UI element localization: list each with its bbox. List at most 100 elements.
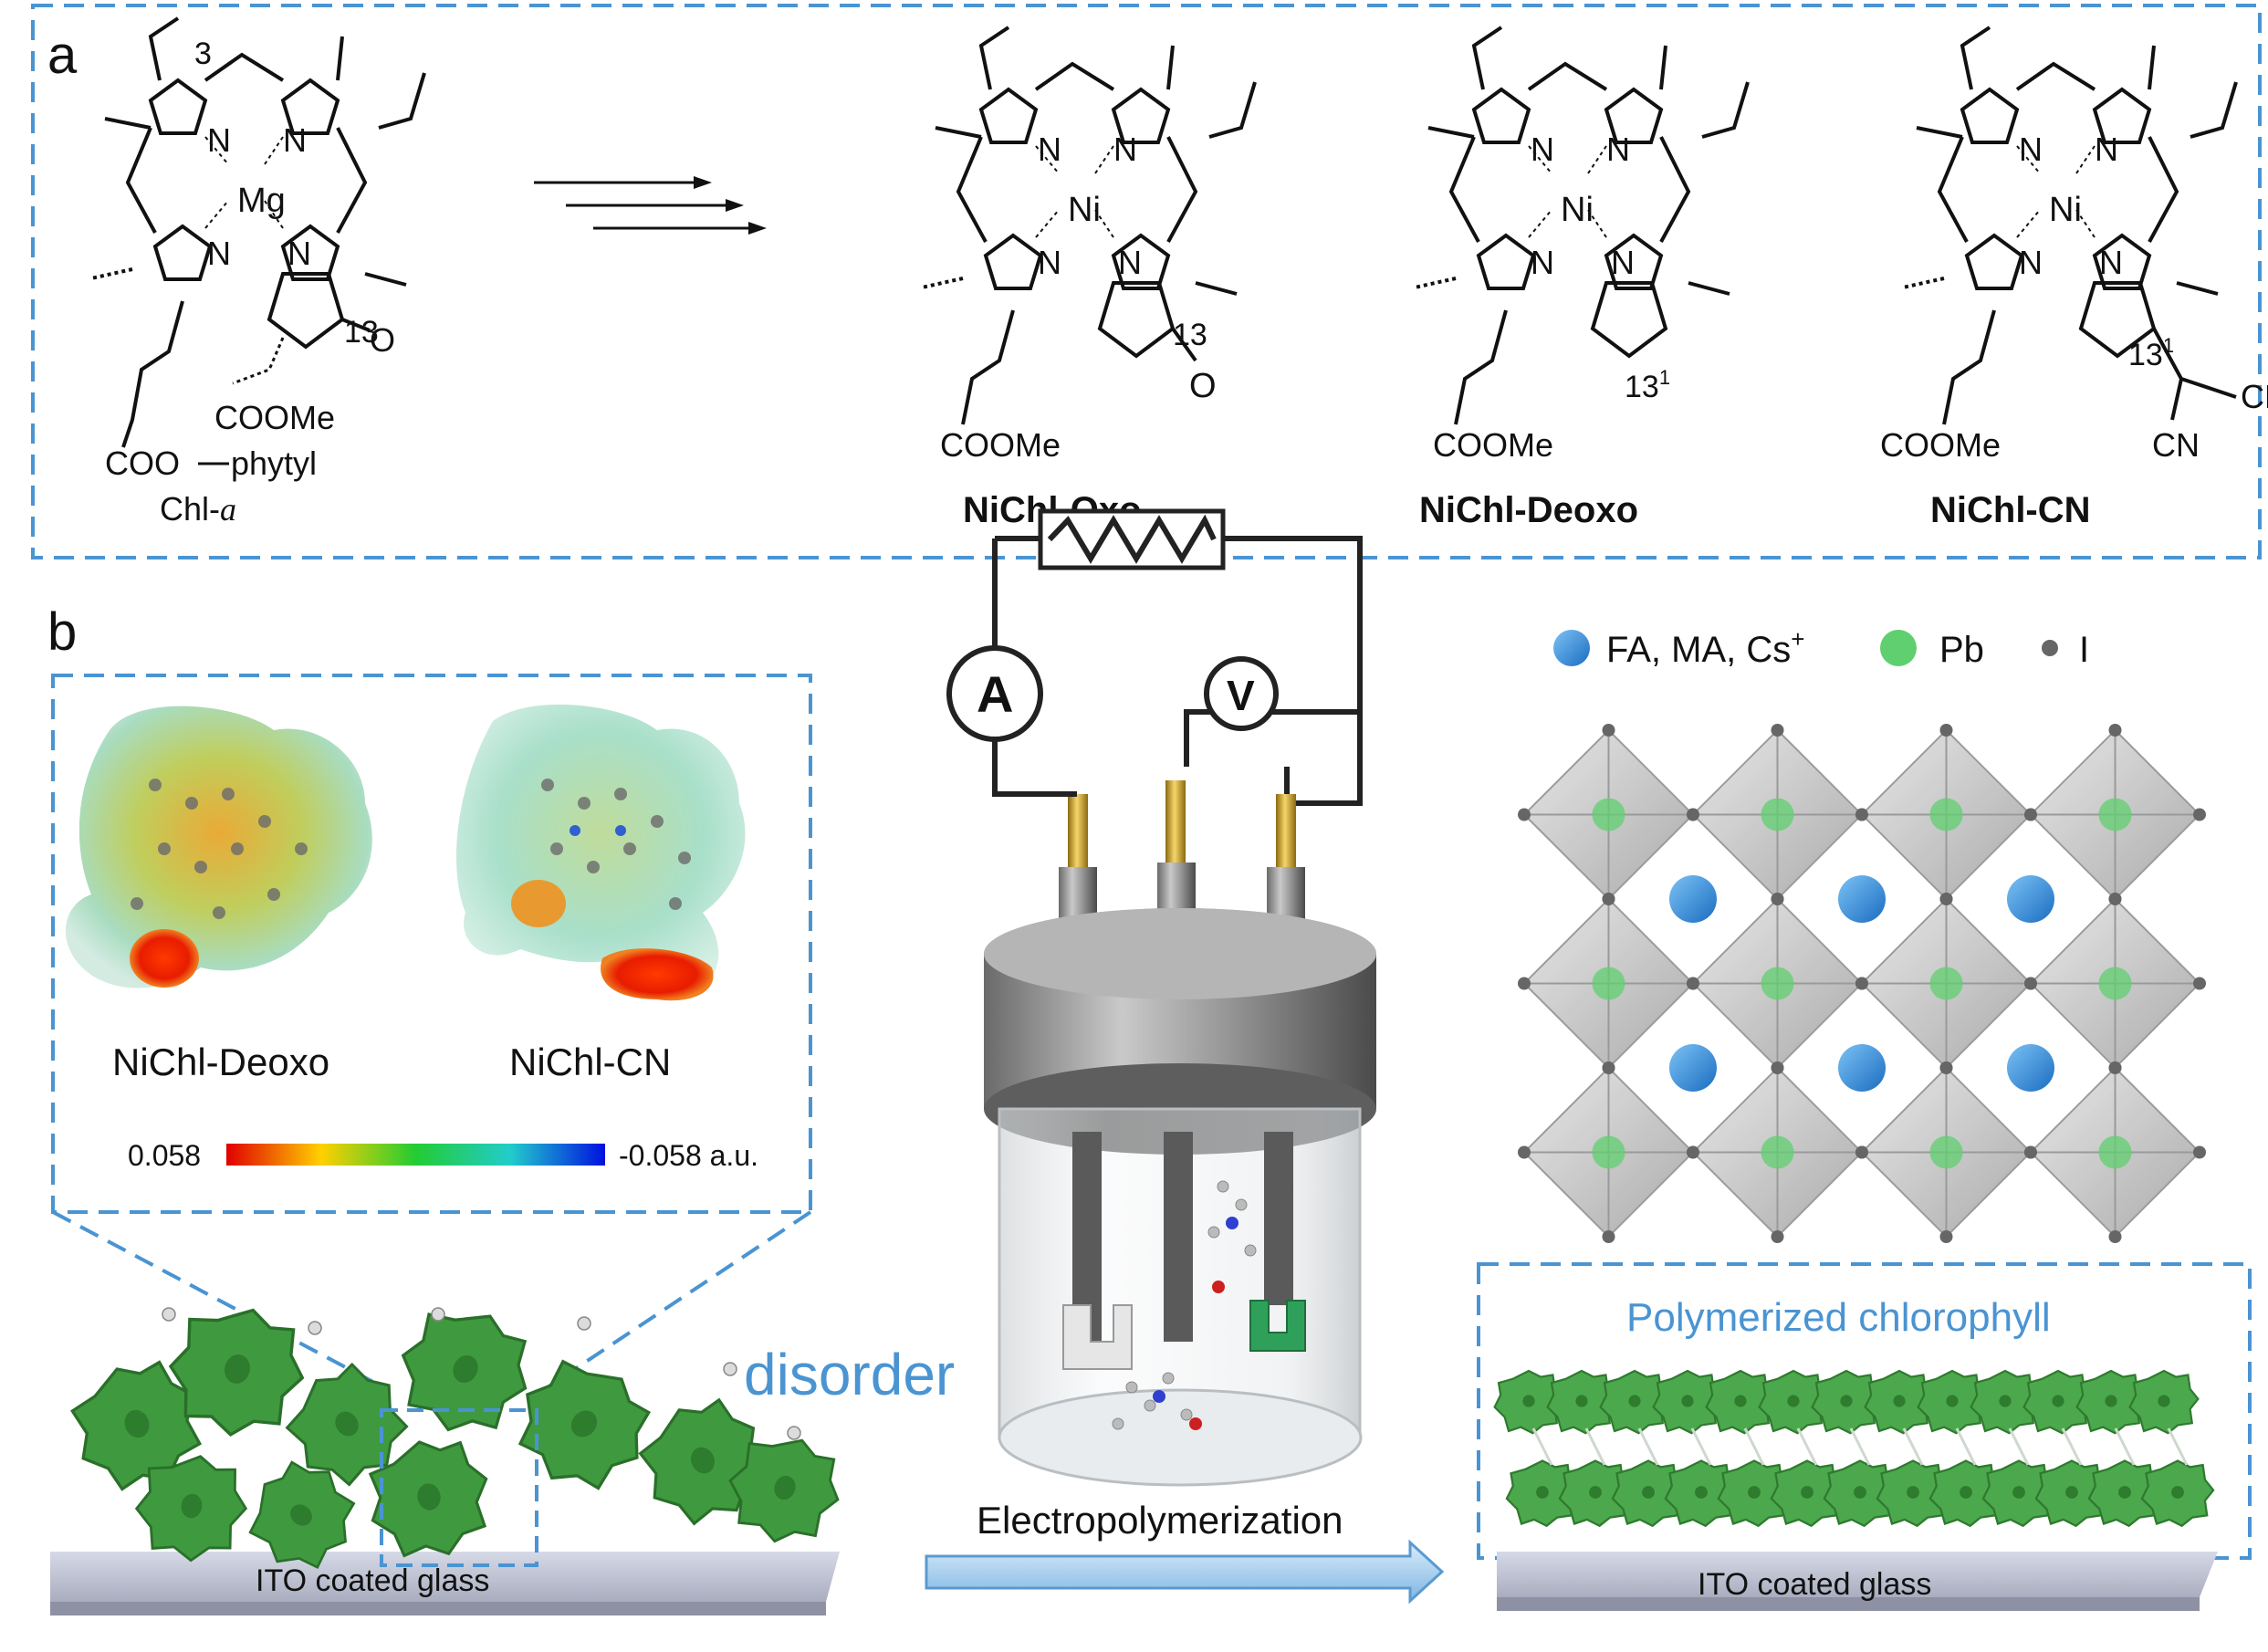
pb-atom <box>1761 967 1794 1000</box>
deoxo-sup: 1 <box>1659 366 1670 389</box>
deoxo-n3: N <box>1531 244 1554 281</box>
iodide-atom <box>1602 1061 1615 1074</box>
a-site-cation <box>1838 875 1886 923</box>
iodide-atom <box>1518 977 1531 990</box>
oxo-n4: N <box>1118 244 1142 281</box>
ammeter-icon <box>946 645 1043 742</box>
iodide-atom <box>1687 808 1699 821</box>
chla-structure: N N N N Mg 3 13 O COOMe COO phytyl Chl-a <box>90 16 426 528</box>
oxo-metal: Ni <box>1068 191 1101 229</box>
legend-item1-sup: + <box>1791 625 1804 653</box>
esp-surface-cn <box>456 704 746 1001</box>
iodide-atom <box>2108 893 2122 905</box>
polymer-linkage <box>1584 1427 1606 1466</box>
electrochemical-cell: A V <box>946 508 1376 1487</box>
oxo-n3: N <box>1038 244 1061 281</box>
oxo-n2: N <box>1113 131 1137 168</box>
cn-group2: CN <box>2152 426 2200 464</box>
cn-n1: N <box>2019 131 2043 168</box>
pb-atom <box>2098 798 2132 831</box>
polymer-linkage <box>1796 1427 1818 1466</box>
voltmeter-label: V <box>1227 672 1255 719</box>
iodide-atom <box>1855 1145 1868 1159</box>
chla-n3: N <box>207 235 231 272</box>
polymer-linkage <box>1690 1427 1712 1466</box>
cn-metal: Ni <box>2049 191 2082 229</box>
a-site-cation <box>2007 1044 2054 1092</box>
iodide-atom <box>1518 1145 1531 1159</box>
svg-text:FA, MA, Cs+: FA, MA, Cs+ <box>1606 625 1804 670</box>
iodide-atom <box>1771 724 1784 737</box>
chla-name-italic: a <box>220 491 236 528</box>
zoom-line-left <box>52 1210 384 1389</box>
process-arrow <box>925 1539 1445 1605</box>
cn-num131: 13 <box>2128 338 2163 372</box>
polymer-linkage <box>1849 1427 1871 1466</box>
oxo-ester: COOMe <box>940 426 1061 464</box>
polymer-linkage <box>2061 1427 2083 1466</box>
esp-label-deoxo: NiChl-Deoxo <box>112 1040 329 1083</box>
pb-atom <box>1761 1135 1794 1169</box>
polymer-linkage <box>1531 1427 1553 1466</box>
polymer-linkage <box>2114 1427 2136 1466</box>
nichl-oxo-structure: N N N N Ni 13 O COOMe NiChl-Oxo <box>921 26 1257 530</box>
chla-num13: 13 <box>344 315 379 350</box>
esp-surface-deoxo <box>65 706 372 988</box>
chla-metal: Mg <box>237 182 286 220</box>
iodide-atom <box>2024 977 2037 990</box>
substrate-right-label: ITO coated glass <box>1698 1567 1931 1602</box>
chla-phytyl: phytyl <box>231 444 317 482</box>
iodide-atom <box>1939 893 1953 905</box>
iodide-atom <box>2108 724 2122 737</box>
pb-atom <box>1929 1135 1963 1169</box>
deoxo-name: NiChl-Deoxo <box>1419 490 1638 530</box>
iodide-atom <box>1687 977 1699 990</box>
chla-n4: N <box>287 235 311 272</box>
cn-n4: N <box>2099 244 2123 281</box>
cn-sup: 1 <box>2163 334 2174 357</box>
panel-b-letter: b <box>47 602 77 662</box>
pb-atom <box>1592 1135 1625 1169</box>
polymer-frame <box>1477 1262 2252 1560</box>
multi-step-arrows <box>534 176 767 235</box>
zoom-line-right <box>546 1210 812 1389</box>
pb-atom <box>1592 798 1625 831</box>
pb-atom <box>2098 967 2132 1000</box>
oxo-num13: 13 <box>1173 318 1207 352</box>
chla-num3: 3 <box>194 37 212 71</box>
cn-n2: N <box>2095 131 2118 168</box>
iodide-atom <box>1771 1061 1784 1074</box>
deoxo-n1: N <box>1531 131 1554 168</box>
esp-label-cn: NiChl-CN <box>509 1040 671 1083</box>
a-site-cation <box>2007 875 2054 923</box>
iodide-atom <box>2024 1145 2037 1159</box>
chla-name: Chl- <box>160 490 220 528</box>
legend-item1: FA, MA, Cs <box>1606 630 1791 670</box>
iodide-atom <box>2108 1061 2122 1074</box>
deoxo-n4: N <box>1611 244 1635 281</box>
svg-text:Chl-a: Chl-a <box>160 490 236 528</box>
perovskite-legend: FA, MA, Cs+ Pb I <box>1553 625 2089 670</box>
esp-color-scale <box>226 1144 605 1166</box>
deoxo-ester: COOMe <box>1433 426 1553 464</box>
iodide-atom <box>1518 808 1531 821</box>
nichl-deoxo-structure: N N N N Ni 131 COOMe NiChl-Deoxo <box>1414 26 1750 530</box>
process-label: Electropolymerization <box>977 1499 1343 1542</box>
iodide-atom <box>2193 808 2206 821</box>
polymer-linkage <box>2008 1427 2030 1466</box>
iodide-atom <box>1687 1145 1699 1159</box>
pb-legend-icon <box>1880 630 1917 666</box>
cn-name: NiChl-CN <box>1930 490 2091 530</box>
i-legend-icon <box>2042 640 2058 656</box>
cn-group1: CN <box>2241 378 2268 415</box>
a-site-cation <box>1669 875 1717 923</box>
esp-inset-frame <box>51 674 812 1214</box>
chla-n1: N <box>207 121 231 159</box>
a-site-legend-icon <box>1553 630 1590 666</box>
polymer-linkage <box>1955 1427 1977 1466</box>
iodide-atom <box>1602 724 1615 737</box>
zoom-box <box>380 1408 538 1567</box>
disordered-film <box>50 1288 854 1615</box>
deoxo-metal: Ni <box>1561 191 1594 229</box>
